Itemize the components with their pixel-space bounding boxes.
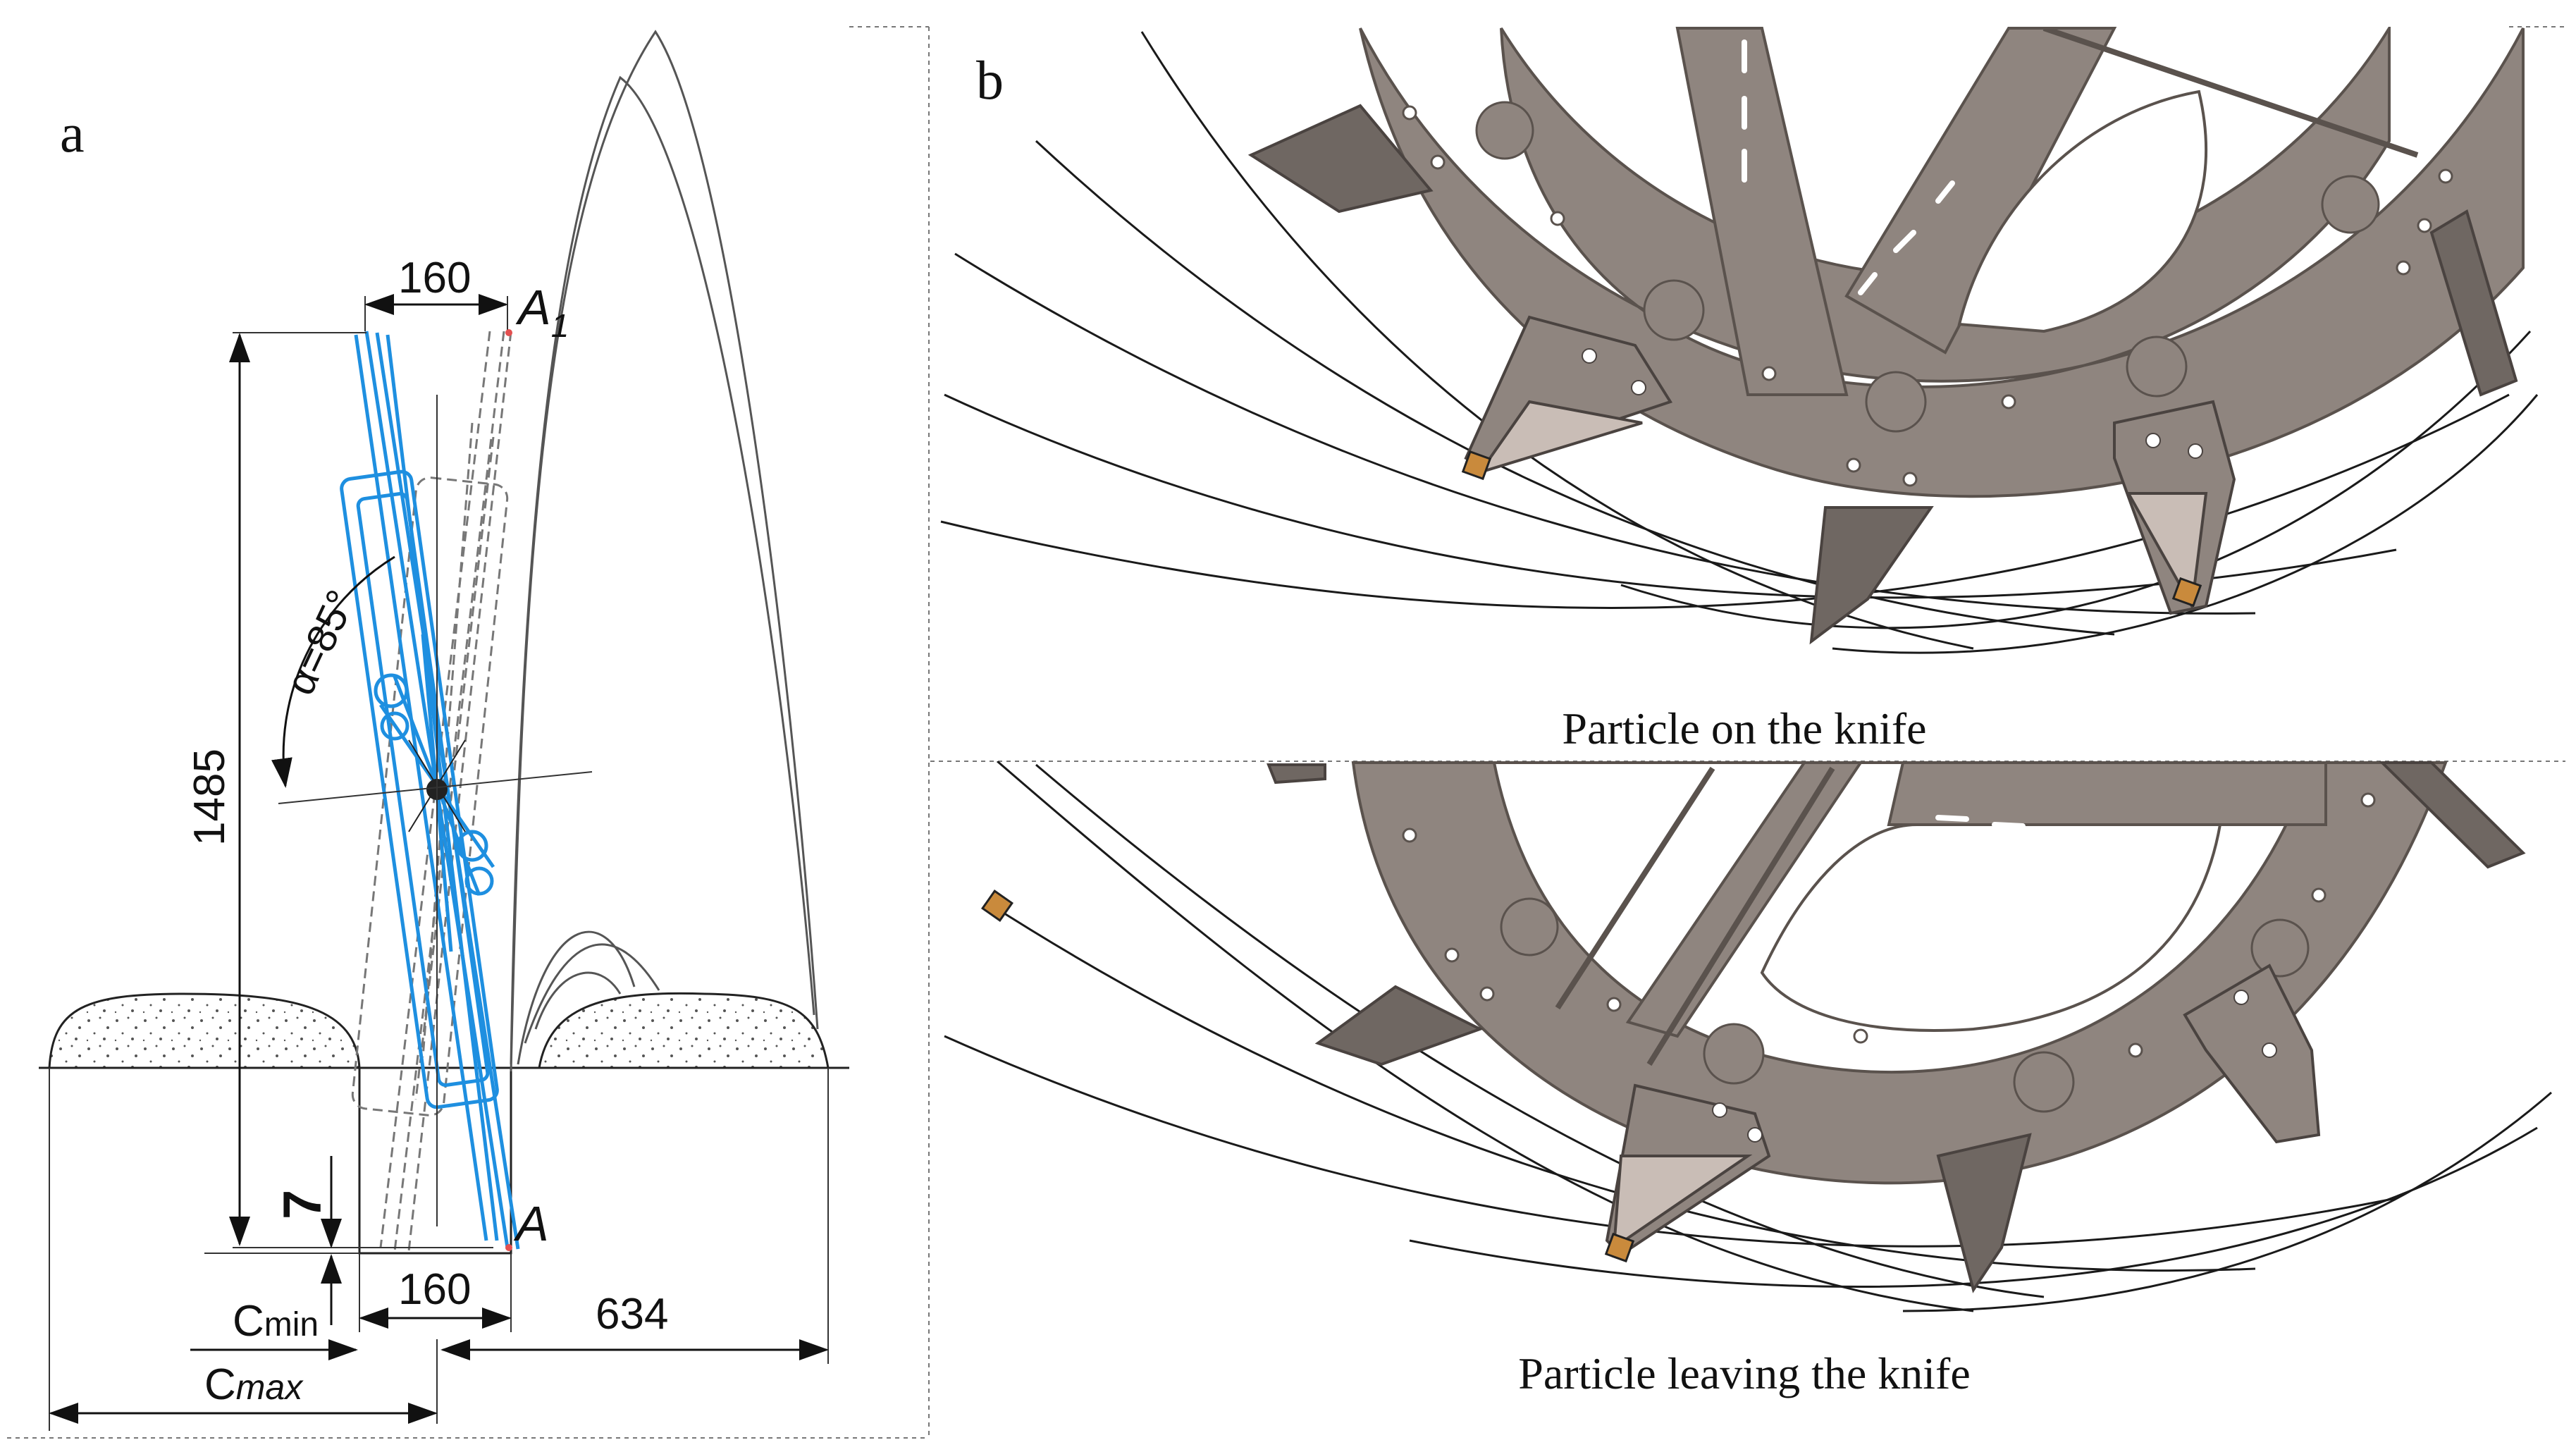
soil-heap-right [538,992,830,1069]
angle-label: α=85° [277,583,364,701]
trench [358,1068,512,1255]
point-a1-label: A1 [515,280,569,344]
knife-holes-top [1582,348,2203,459]
panel-b-bottom [944,761,2552,1312]
wheel-rod-top [2042,27,2419,158]
wheel-slots-top [1742,39,1955,295]
dim-right-label: 634 [596,1290,668,1339]
knives-top [1247,104,2518,645]
point-a-marker [505,1244,512,1251]
particle-top-2 [2171,577,2202,608]
angle-arc [271,555,395,788]
dim-depth-label: 7 [273,1190,333,1219]
panel-b-letter: b [976,49,1004,111]
wheel-spoke-left-bottom [1625,761,1863,1038]
wheel-slots-bottom [1935,815,2138,847]
knives-bottom [1267,761,2526,1293]
wheel-rod-bottom-1 [1555,766,1715,1010]
panel-a-letter: a [60,102,85,164]
dim-height-label: 1485 [185,749,234,846]
dim-top-width-label: 160 [398,254,471,302]
wheel-cutout-bottom [1760,823,2222,1032]
wheel-rod-bottom-2 [1646,766,1835,1066]
caption-bottom: Particle leaving the knife [1518,1348,1971,1398]
cmin-label: Cmin [233,1297,319,1346]
cmax-label: Cmax [204,1360,304,1409]
trajectory-curves [510,30,819,1072]
trajectory-curves-bottom [944,761,2552,1312]
wheel-spoke-left [1675,27,1849,396]
wheel-cutout [1957,90,2208,333]
soil-heap-left [48,992,361,1069]
panel-a: a [39,30,849,1431]
dim-bottom-width-label: 160 [398,1265,471,1314]
wheel-holes-top [1402,101,2453,487]
particle-bottom-2 [981,890,1013,922]
wheel-spoke-right-bottom [1887,761,2327,826]
panel-b-top [940,27,2539,654]
point-a-label: A [513,1196,549,1251]
particle-bottom-1 [1604,1232,1635,1263]
axis-horizontal [278,771,593,804]
point-a1-marker [505,329,512,336]
particle-top-1 [1461,450,1492,481]
wheel-ring-bottom [1351,761,2448,1185]
knife-holes-bottom [1712,990,2277,1143]
caption-top: Particle on the knife [1562,703,1926,753]
wheel-holes-bottom [1402,792,2376,1113]
wheel-spoke-right [1844,27,2117,355]
